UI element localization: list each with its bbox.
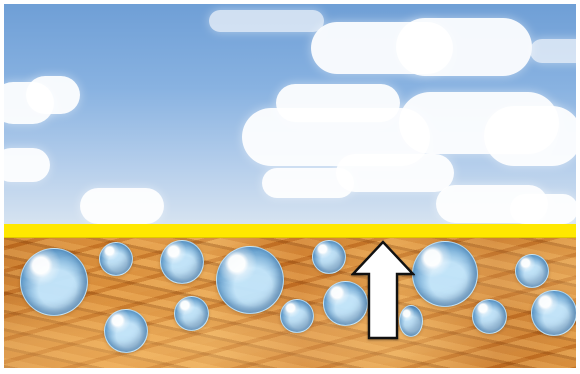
cloud (484, 106, 576, 166)
up-arrow-icon (351, 240, 415, 340)
water-droplet (20, 248, 88, 316)
water-droplet (515, 254, 549, 288)
cloud (510, 194, 576, 224)
cloud (396, 18, 532, 76)
water-droplet (312, 240, 346, 274)
water-droplet (472, 299, 507, 334)
cloud (530, 39, 576, 63)
water-droplet (531, 290, 576, 336)
water-droplet (104, 309, 148, 353)
cloud (4, 148, 50, 182)
water-droplet (280, 299, 314, 333)
sky-background (4, 4, 576, 224)
water-droplet (99, 242, 133, 276)
cloud (80, 188, 164, 224)
water-droplet (216, 246, 284, 314)
cloud (26, 76, 80, 114)
water-droplet (174, 296, 209, 331)
cloud (336, 154, 454, 192)
water-droplet (412, 241, 478, 307)
cloud (209, 10, 324, 32)
wood-surface (4, 238, 576, 368)
water-droplet (160, 240, 204, 284)
yellow-surface-band (4, 224, 576, 238)
